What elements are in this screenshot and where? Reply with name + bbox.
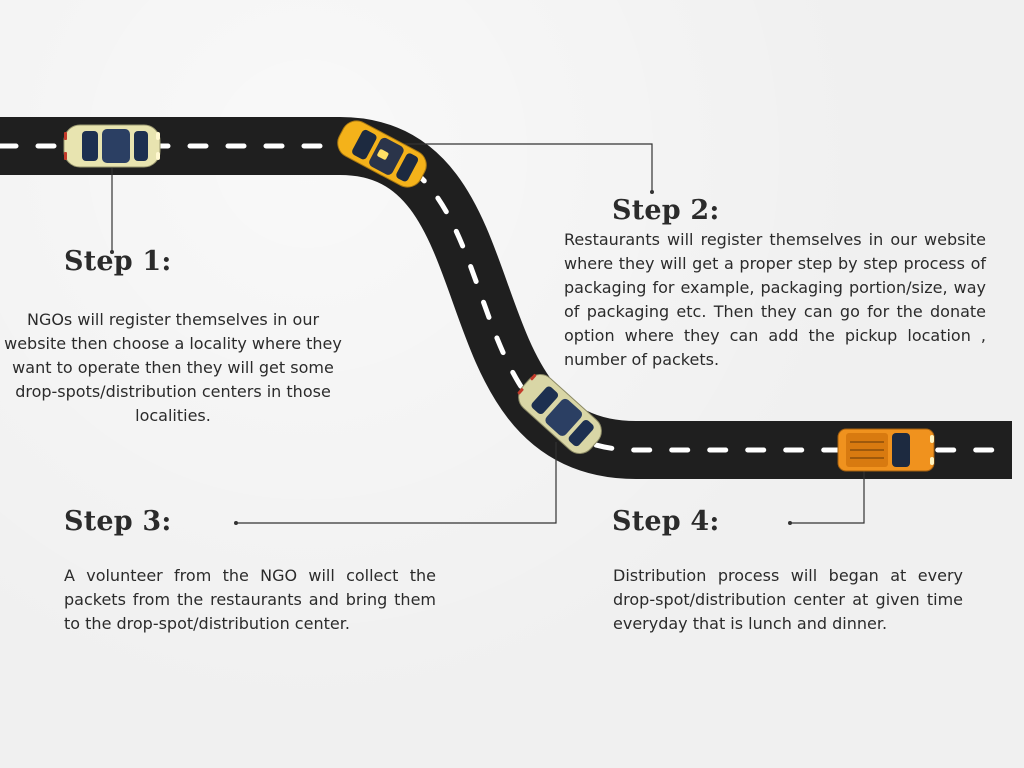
step-1-title: Step 1: [64, 246, 172, 277]
step-2-title: Step 2: [612, 195, 720, 226]
step-4-title: Step 4: [612, 506, 720, 537]
step-3-title: Step 3: [64, 506, 172, 537]
step-1-description: NGOs will register themselves in our web… [4, 310, 342, 425]
taxi-icon [337, 120, 427, 188]
step-2-description: Restaurants will register themselves in … [564, 230, 986, 369]
step-3-description: A volunteer from the NGO will collect th… [64, 566, 436, 633]
car-icon [63, 124, 161, 168]
suv-icon [837, 428, 935, 472]
car-icon [517, 373, 602, 454]
connector-step-3 [236, 442, 557, 524]
connector-step-2 [378, 143, 653, 192]
step-4-description: Distribution process will began at every… [613, 566, 963, 633]
connector-step-4 [790, 462, 865, 524]
